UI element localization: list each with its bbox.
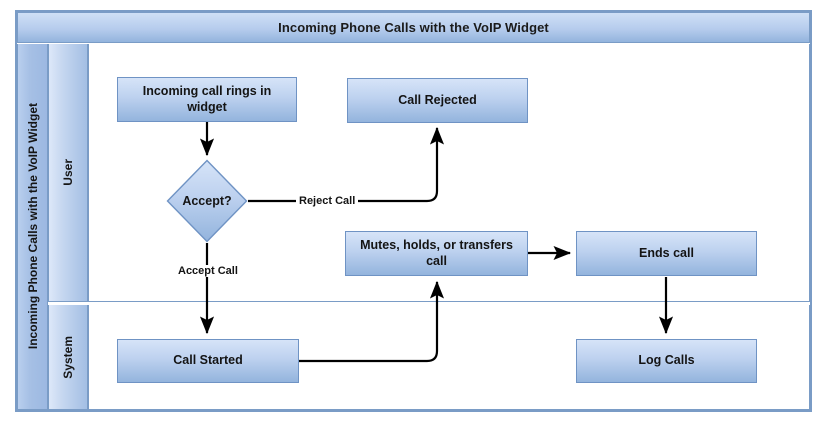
- edge-label-reject-call-text: Reject Call: [299, 195, 356, 207]
- edge-label-accept-call-text: Accept Call: [178, 265, 238, 277]
- node-call-started[interactable]: Call Started: [117, 339, 299, 383]
- node-mutes-holds-label: Mutes, holds, or transfers call: [360, 237, 513, 268]
- page-title: Incoming Phone Calls with the VoIP Widge…: [278, 20, 549, 35]
- node-ends-call-label: Ends call: [639, 245, 694, 260]
- node-incoming-call[interactable]: Incoming call rings in widget: [117, 77, 297, 122]
- node-accept[interactable]: Accept?: [166, 159, 248, 243]
- edge-label-accept-call: Accept Call: [175, 265, 241, 277]
- diagram-title-bar: Incoming Phone Calls with the VoIP Widge…: [17, 12, 810, 43]
- lane-label-system: System: [48, 305, 88, 410]
- node-incoming-call-label: Incoming call rings in widget: [142, 83, 272, 114]
- node-call-rejected-label: Call Rejected: [398, 92, 477, 107]
- lane-label-user: User: [48, 44, 88, 302]
- node-call-started-label: Call Started: [173, 353, 243, 368]
- node-ends-call[interactable]: Ends call: [576, 231, 757, 276]
- diamond-shape: [166, 159, 248, 243]
- edge-accept-to-call-rejected: [248, 126, 445, 203]
- node-mutes-holds[interactable]: Mutes, holds, or transfers call: [345, 231, 528, 276]
- node-call-rejected[interactable]: Call Rejected: [347, 78, 528, 123]
- node-log-calls[interactable]: Log Calls: [576, 339, 757, 383]
- pool-label-column: Incoming Phone Calls with the VoIP Widge…: [17, 44, 48, 410]
- edge-call-started-to-mutes-holds: [299, 280, 445, 363]
- edge-label-reject-call: Reject Call: [296, 195, 359, 207]
- node-log-calls-label: Log Calls: [638, 353, 695, 368]
